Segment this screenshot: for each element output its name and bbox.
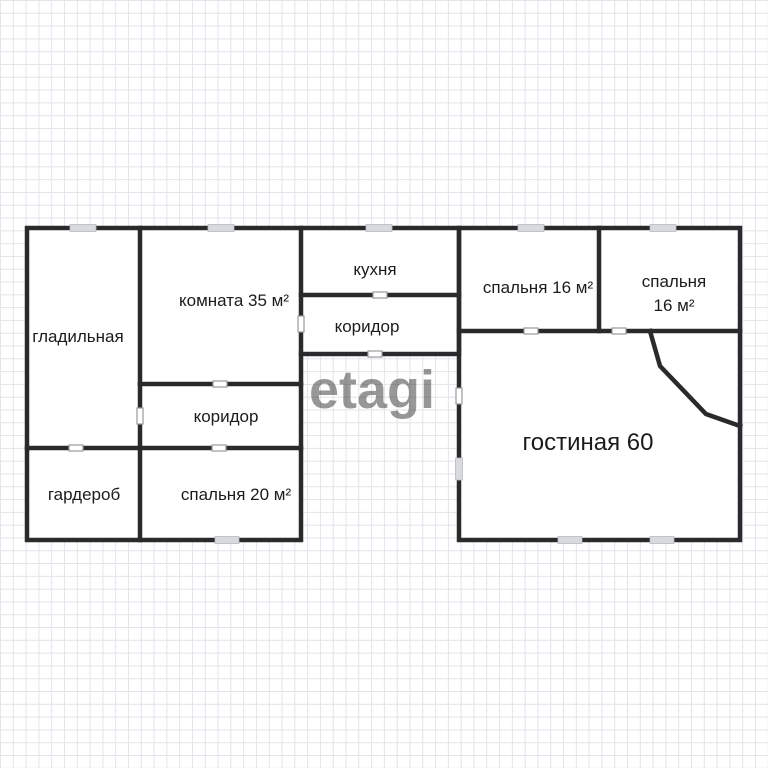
door-ironing-wardrobe (68, 444, 84, 452)
window-1 (69, 224, 97, 232)
label-bedroom-16b-line1: спальня (642, 272, 707, 291)
corridor-top-fill (301, 295, 459, 354)
label-room-35: комната 35 м² (179, 291, 289, 310)
door-bedroom16b (611, 327, 627, 335)
windows (69, 224, 677, 544)
window-9 (455, 457, 463, 481)
room-wardrobe-fill (27, 448, 140, 540)
room-fills (27, 228, 740, 540)
window-5 (649, 224, 677, 232)
door-living-left (455, 387, 463, 405)
kitchen-fill (301, 228, 459, 295)
door-kitchen (372, 291, 388, 299)
label-living-room: гостиная 60 (523, 429, 654, 456)
window-3 (365, 224, 393, 232)
window-6 (214, 536, 240, 544)
wall-living-angled (647, 328, 743, 429)
room-labels: гладильная комната 35 м² кухня коридор с… (32, 260, 706, 504)
bedroom-16b-fill (599, 228, 740, 331)
label-bedroom-20: спальня 20 м² (181, 485, 292, 504)
label-bedroom-16a: спальня 16 м² (483, 278, 594, 297)
label-corridor-top: коридор (335, 317, 400, 336)
window-7 (557, 536, 583, 544)
label-wardrobe: гардероб (48, 485, 121, 504)
bedroom-20-fill (140, 448, 301, 540)
door-bedroom16a (523, 327, 539, 335)
door-ironing-corridor (136, 407, 144, 425)
label-corridor-mid: коридор (194, 407, 259, 426)
outer-wall-right-block (456, 225, 743, 543)
bedroom-16a-fill (459, 228, 599, 331)
room-ironing-fill (27, 228, 140, 448)
door-room35 (212, 380, 228, 388)
room-35-fill (140, 228, 301, 384)
label-ironing: гладильная (32, 327, 123, 346)
label-kitchen: кухня (353, 260, 396, 279)
corridor-left-fill (140, 384, 301, 448)
watermark: etagi (309, 360, 435, 420)
door-corridor-top (367, 350, 383, 358)
door-room35-corridor (297, 315, 305, 333)
window-2 (207, 224, 235, 232)
window-4 (517, 224, 545, 232)
living-room-fill (459, 331, 740, 540)
window-8 (649, 536, 675, 544)
label-bedroom-16b-line2: 16 м² (654, 296, 695, 315)
door-bedroom20 (211, 444, 227, 452)
doors (68, 291, 627, 452)
